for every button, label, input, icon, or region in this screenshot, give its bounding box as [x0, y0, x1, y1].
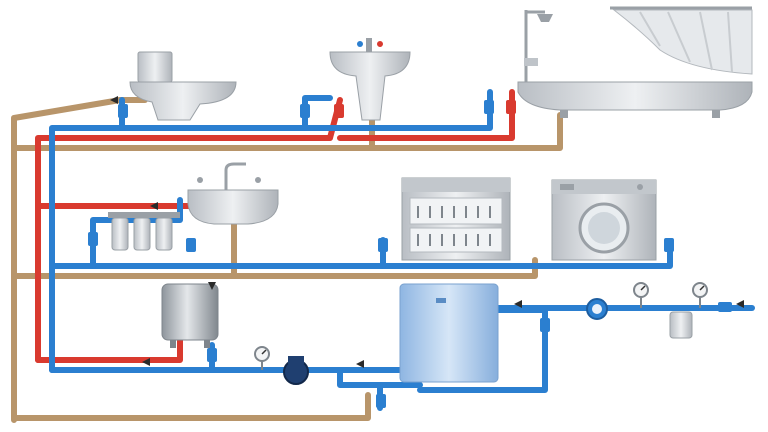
valve	[300, 104, 310, 118]
valve	[664, 238, 674, 252]
cold-boiler-link	[337, 367, 423, 388]
hot-riser	[35, 97, 343, 363]
washing-machine-icon	[551, 179, 657, 261]
circulation-pump-icon	[283, 356, 309, 385]
valve	[186, 238, 196, 252]
bathtub-icon	[517, 10, 753, 118]
valve	[334, 104, 344, 118]
arrow-left-icon	[736, 300, 744, 308]
washbasin-icon	[329, 38, 411, 121]
drain-upper-run	[11, 112, 563, 151]
valves	[88, 100, 732, 408]
valve	[540, 318, 550, 332]
boiler-icon	[399, 283, 499, 383]
valve	[718, 302, 732, 312]
valve	[207, 348, 217, 362]
shower-curtain-icon	[610, 6, 753, 75]
water-filter-icon	[108, 212, 180, 251]
arrow-left-icon	[514, 300, 522, 308]
hot-heater-link	[35, 337, 183, 363]
flow-arrows	[110, 96, 744, 368]
valve	[484, 100, 494, 114]
hot-valves	[334, 100, 516, 118]
water-heater-icon	[161, 283, 219, 348]
valve	[378, 238, 388, 252]
pressure-gauge-icon	[254, 282, 708, 370]
water-meter-icon	[586, 298, 608, 320]
toilet-icon	[129, 51, 237, 121]
arrow-left-icon	[356, 360, 364, 368]
arrow-left-icon	[150, 202, 158, 210]
drain-bottom-run	[11, 392, 371, 421]
dishwasher-icon	[401, 177, 511, 261]
kitchen-sink-icon	[187, 162, 279, 225]
arrow-left-icon	[142, 358, 150, 366]
drain-main-stack	[11, 97, 148, 423]
inlet-filter-icon	[669, 311, 693, 339]
arrow-left-icon	[110, 96, 118, 104]
arrow-down-icon	[208, 282, 216, 290]
valve	[88, 232, 98, 246]
valve	[506, 100, 516, 114]
valve	[376, 394, 386, 408]
valve	[118, 104, 128, 118]
